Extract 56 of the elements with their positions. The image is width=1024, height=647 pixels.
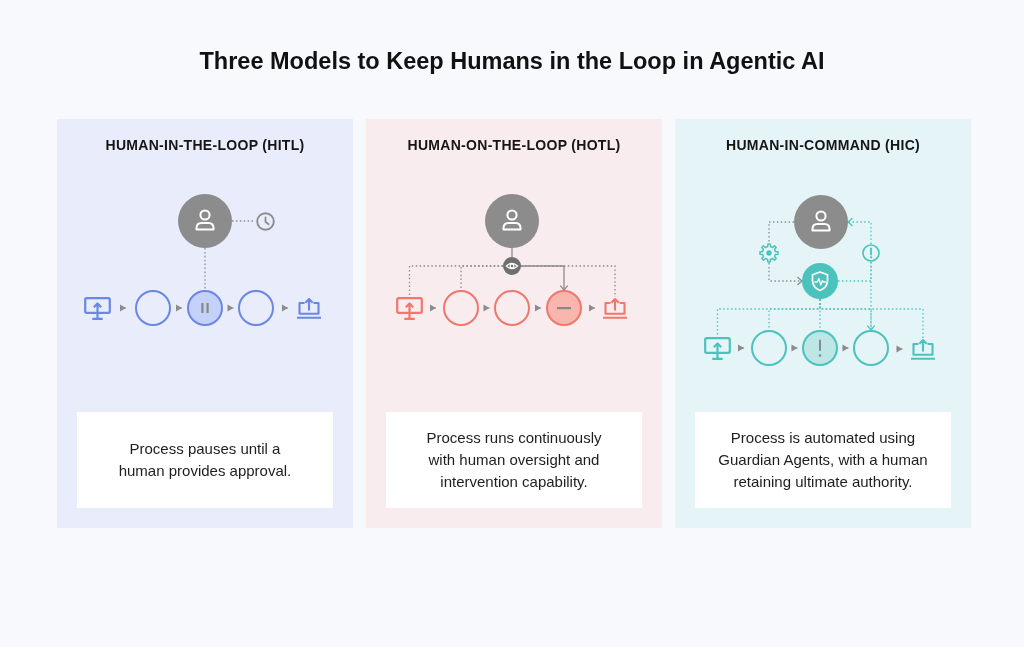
dotted-line bbox=[204, 247, 206, 291]
gear-icon bbox=[759, 243, 779, 263]
person-icon bbox=[794, 195, 848, 249]
flow-arrow bbox=[534, 304, 542, 312]
diagram-title: Three Models to Keep Humans in the Loop in Agentic AI bbox=[199, 48, 825, 75]
dotted-line bbox=[460, 265, 504, 291]
dotted-arrow bbox=[847, 217, 872, 245]
flow-arrow bbox=[896, 345, 903, 353]
flow-arrow bbox=[737, 344, 745, 352]
flow-arrow bbox=[588, 304, 596, 312]
dotted-line bbox=[819, 298, 924, 339]
shield-icon bbox=[802, 263, 838, 299]
minus-circle-icon bbox=[546, 290, 582, 326]
laptop-icon bbox=[296, 297, 322, 319]
flow-arrow bbox=[119, 304, 127, 312]
dotted-arrow bbox=[866, 261, 876, 331]
person-icon bbox=[485, 194, 539, 248]
description-text: Process is automated using Guardian Agents, with a human retaining ultimate authority. bbox=[717, 428, 929, 492]
step-circle bbox=[238, 290, 274, 326]
monitor-icon bbox=[84, 297, 111, 320]
dotted-line bbox=[768, 221, 795, 244]
alert-circle-icon bbox=[802, 330, 838, 366]
flow-arrow bbox=[175, 304, 183, 312]
flow-arrow bbox=[227, 304, 234, 312]
dotted-arrow bbox=[768, 262, 803, 286]
flow-arrow bbox=[791, 344, 798, 352]
model-panel bbox=[675, 119, 971, 528]
panel-heading: HUMAN-IN-COMMAND (HIC) bbox=[726, 137, 920, 153]
step-circle bbox=[494, 290, 530, 326]
description-text: Process runs continuously with human oversight and intervention capability. bbox=[425, 428, 603, 492]
panel-heading: HUMAN-IN-THE-LOOP (HITL) bbox=[105, 137, 305, 153]
flow-arrow bbox=[483, 304, 490, 312]
step-circle bbox=[135, 290, 171, 326]
alert-icon bbox=[862, 244, 880, 262]
monitor-icon bbox=[396, 297, 423, 320]
dotted-line bbox=[231, 220, 257, 222]
clock-icon bbox=[255, 211, 275, 231]
arrow bbox=[520, 265, 569, 291]
line bbox=[511, 247, 513, 258]
step-circle bbox=[443, 290, 479, 326]
description-text: Process pauses until a human provides approval. bbox=[117, 439, 293, 481]
step-circle bbox=[853, 330, 889, 366]
eye-icon bbox=[503, 257, 521, 275]
flow-arrow bbox=[842, 344, 849, 352]
model-panel bbox=[57, 119, 353, 528]
flow-arrow bbox=[281, 304, 289, 312]
panel-heading: HUMAN-ON-THE-LOOP (HOTL) bbox=[407, 137, 621, 153]
pause-circle-icon bbox=[187, 290, 223, 326]
person-icon bbox=[178, 194, 232, 248]
laptop-icon bbox=[910, 338, 936, 360]
flow-arrow bbox=[429, 304, 437, 312]
description-card bbox=[695, 412, 951, 508]
model-panel bbox=[366, 119, 662, 528]
laptop-icon bbox=[602, 297, 628, 319]
step-circle bbox=[751, 330, 787, 366]
monitor-icon bbox=[704, 337, 731, 360]
